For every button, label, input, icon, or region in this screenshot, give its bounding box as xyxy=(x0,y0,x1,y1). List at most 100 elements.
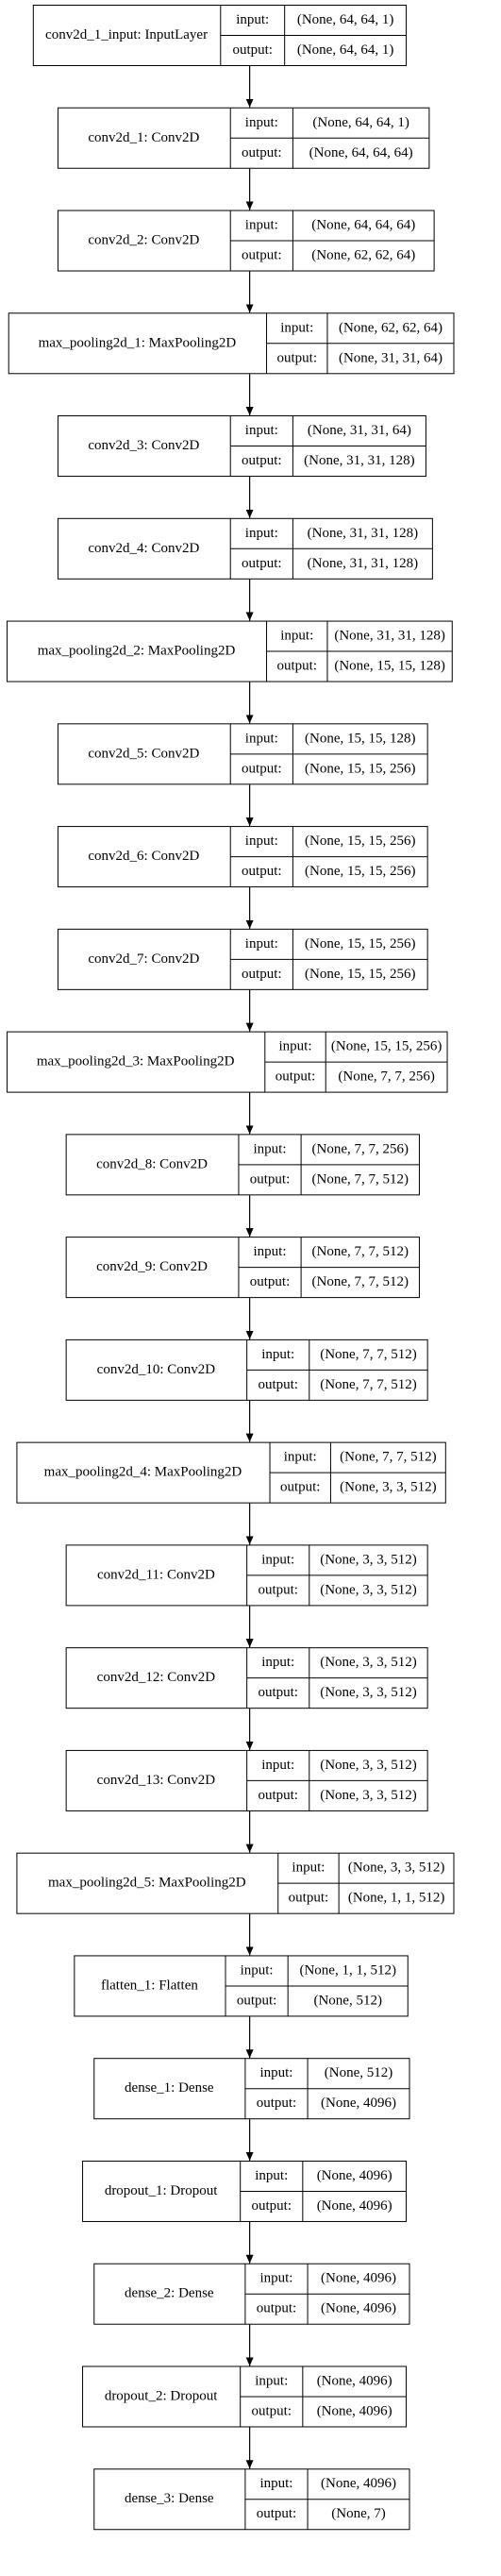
input-label: input: xyxy=(254,1141,287,1156)
input-label: input: xyxy=(280,320,313,335)
output-shape: (None, 1, 1, 512) xyxy=(348,1891,444,1906)
output-shape: (None, 7, 7, 256) xyxy=(338,1069,434,1085)
input-shape: (None, 4096) xyxy=(317,2373,392,2388)
output-label: output: xyxy=(257,2301,297,2316)
input-shape: (None, 7, 7, 512) xyxy=(312,1244,409,1259)
input-shape: (None, 3, 3, 512) xyxy=(320,1655,416,1670)
output-label: output: xyxy=(276,350,317,365)
input-shape: (None, 15, 15, 256) xyxy=(305,833,415,849)
input-shape: (None, 7, 7, 512) xyxy=(340,1450,436,1465)
layer-name: conv2d_7: Conv2D xyxy=(88,951,199,967)
layer-name: conv2d_2: Conv2D xyxy=(88,233,199,248)
input-label: input: xyxy=(284,1450,317,1465)
layer-name: dropout_1: Dropout xyxy=(105,2183,218,2198)
output-shape: (None, 31, 31, 64) xyxy=(339,350,443,365)
input-label: input: xyxy=(261,1655,294,1670)
output-label: output: xyxy=(232,42,273,58)
input-shape: (None, 3, 3, 512) xyxy=(320,1758,416,1773)
output-shape: (None, 15, 15, 256) xyxy=(305,967,415,982)
layer-name: conv2d_1_input: InputLayer xyxy=(45,27,208,42)
input-label: input: xyxy=(278,1039,311,1054)
output-label: output: xyxy=(242,761,282,776)
input-label: input: xyxy=(255,2373,288,2388)
layer-node: max_pooling2d_3: MaxPooling2D input: outpu… xyxy=(6,1031,448,1093)
input-label: input: xyxy=(241,1962,274,1978)
layer-node: max_pooling2d_2: MaxPooling2D input: outpu… xyxy=(6,620,453,682)
input-label: input: xyxy=(292,1860,325,1876)
layer-name: max_pooling2d_3: MaxPooling2D xyxy=(37,1054,235,1069)
output-label: output: xyxy=(250,1171,291,1187)
input-shape: (None, 31, 31, 128) xyxy=(334,629,444,644)
output-shape: (None, 15, 15, 256) xyxy=(305,761,415,776)
output-shape: (None, 3, 3, 512) xyxy=(320,1685,416,1700)
output-shape: (None, 31, 31, 128) xyxy=(308,556,418,571)
input-shape: (None, 3, 3, 512) xyxy=(320,1552,416,1567)
input-label: input: xyxy=(255,2168,288,2183)
output-shape: (None, 3, 3, 512) xyxy=(320,1788,416,1803)
input-shape: (None, 512) xyxy=(325,2065,392,2080)
input-label: input: xyxy=(261,1552,294,1567)
output-shape: (None, 7, 7, 512) xyxy=(320,1377,416,1392)
layer-node: conv2d_12: Conv2D input: output: (None, 3, … xyxy=(65,1647,428,1709)
output-label: output: xyxy=(276,1069,316,1085)
input-shape: (None, 4096) xyxy=(317,2168,392,2183)
input-label: input: xyxy=(236,12,269,27)
layer-name: conv2d_12: Conv2D xyxy=(97,1670,216,1685)
input-label: input: xyxy=(245,218,278,233)
output-shape: (None, 7, 7, 512) xyxy=(312,1274,409,1289)
layer-name: conv2d_11: Conv2D xyxy=(97,1567,215,1582)
input-label: input: xyxy=(245,423,278,438)
layer-node: conv2d_3: Conv2D input: output: (None, 31, … xyxy=(57,415,426,478)
output-label: output: xyxy=(257,2096,297,2111)
output-label: output: xyxy=(237,1993,277,2008)
output-shape: (None, 4096) xyxy=(321,2096,396,2111)
output-label: output: xyxy=(258,1685,298,1700)
output-label: output: xyxy=(242,248,282,263)
output-shape: (None, 31, 31, 128) xyxy=(304,453,414,468)
input-label: input: xyxy=(245,731,278,746)
layer-node: max_pooling2d_1: MaxPooling2D input: outpu… xyxy=(8,312,455,375)
layer-name: max_pooling2d_2: MaxPooling2D xyxy=(38,644,236,659)
input-shape: (None, 7, 7, 256) xyxy=(312,1141,409,1156)
input-label: input: xyxy=(245,115,278,130)
layer-name: conv2d_10: Conv2D xyxy=(97,1362,216,1377)
output-label: output: xyxy=(242,453,282,468)
layer-name: conv2d_3: Conv2D xyxy=(88,438,199,453)
input-label: input: xyxy=(280,629,313,644)
layer-name: conv2d_8: Conv2D xyxy=(96,1156,208,1171)
input-label: input: xyxy=(259,2271,292,2286)
output-label: output: xyxy=(276,659,317,674)
output-shape: (None, 4096) xyxy=(317,2403,392,2418)
layer-name: dense_2: Dense xyxy=(125,2286,214,2301)
layer-node: conv2d_8: Conv2D input: output: (None, 7, 7… xyxy=(65,1134,420,1196)
layer-node: conv2d_1_input: InputLayer input: output: (… xyxy=(32,5,408,66)
layer-name: conv2d_9: Conv2D xyxy=(96,1259,208,1274)
output-label: output: xyxy=(250,1274,291,1289)
layer-name: max_pooling2d_1: MaxPooling2D xyxy=(39,335,237,350)
input-shape: (None, 3, 3, 512) xyxy=(348,1860,444,1876)
input-shape: (None, 15, 15, 256) xyxy=(331,1039,442,1054)
output-label: output: xyxy=(280,1480,321,1495)
layer-name: conv2d_6: Conv2D xyxy=(88,849,199,864)
output-label: output: xyxy=(252,2403,292,2418)
input-shape: (None, 62, 62, 64) xyxy=(339,320,443,335)
input-shape: (None, 64, 64, 1) xyxy=(297,12,393,27)
layer-name: conv2d_4: Conv2D xyxy=(88,541,199,556)
output-shape: (None, 15, 15, 256) xyxy=(305,864,415,879)
layer-name: max_pooling2d_4: MaxPooling2D xyxy=(44,1465,242,1480)
output-shape: (None, 15, 15, 128) xyxy=(334,659,444,674)
layer-box xyxy=(6,1031,448,1093)
output-label: output: xyxy=(242,556,282,571)
input-label: input: xyxy=(259,2065,292,2080)
